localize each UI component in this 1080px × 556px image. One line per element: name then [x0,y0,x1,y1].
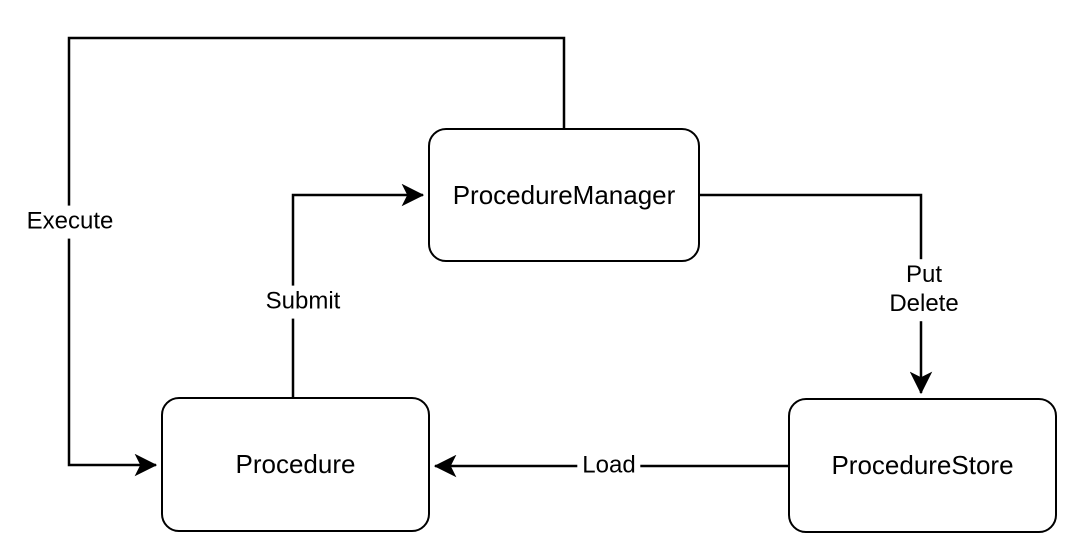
edge-label-execute: Execute [21,205,119,239]
edge-put-delete-line [700,193,933,395]
edge-execute-line [67,36,566,477]
node-label: ProcedureStore [831,450,1014,480]
edge-label-line: Put [905,261,943,289]
edge-submit-line [291,183,425,397]
node-procedure: Procedure [161,397,430,532]
edge-label-submit: Submit [260,285,346,319]
edge-label-line: Delete [889,290,959,317]
edge-label-load: Load [577,449,641,483]
node-procedure-store: ProcedureStore [788,398,1057,533]
node-label: Procedure [235,449,356,479]
node-procedure-manager: ProcedureManager [428,128,700,262]
node-label: ProcedureManager [452,179,676,210]
edge-label-put-delete: Put Delete [884,259,964,321]
